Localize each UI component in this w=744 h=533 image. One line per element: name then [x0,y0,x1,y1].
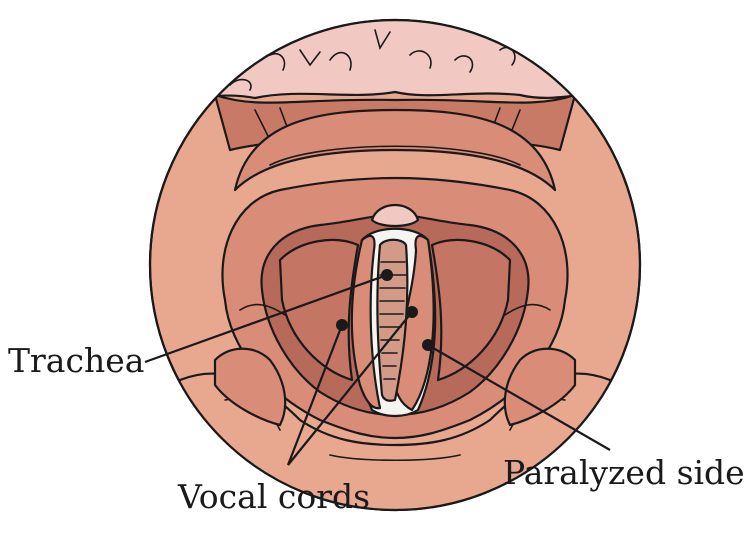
laryngoscope-view [150,20,640,520]
vocal-cords-label: Vocal cords [177,477,370,516]
paralyzed-side-label: Paralyzed side [503,453,744,492]
tongue-base [150,20,640,99]
trachea-label: Trachea [8,341,144,380]
